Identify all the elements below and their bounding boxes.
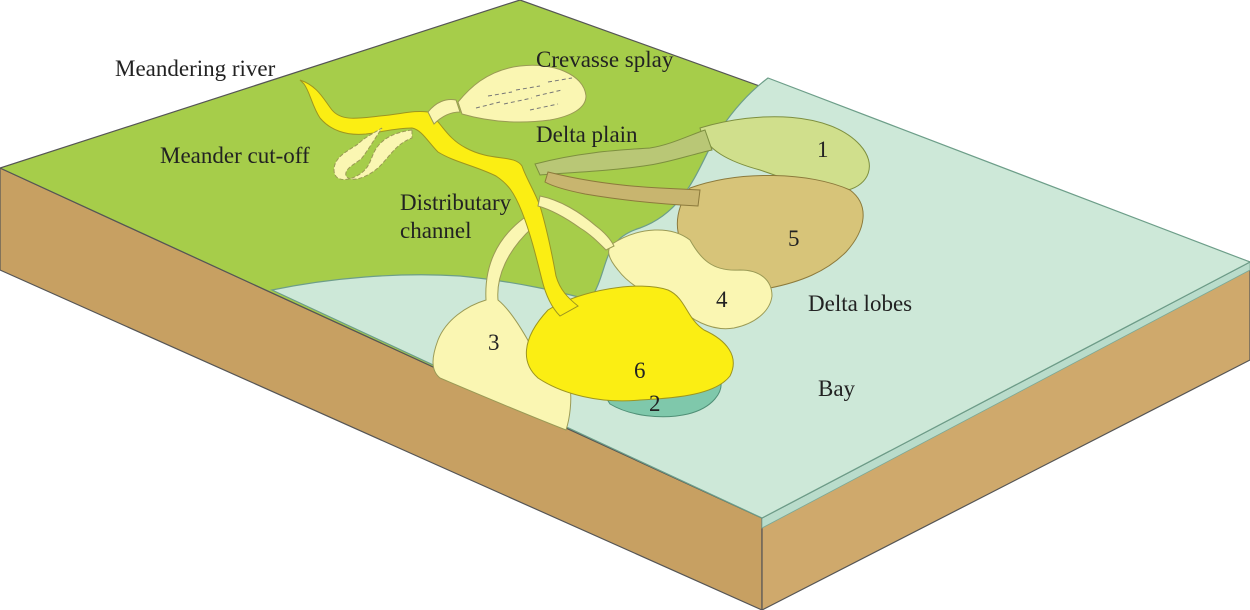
label-distributary-channel-line1: Distributary: [400, 190, 512, 215]
label-crevasse-splay: Crevasse splay: [536, 47, 674, 72]
meandering-river-channel: [299, 79, 579, 317]
lobe-number-5: 5: [788, 226, 800, 251]
lobe-number-1: 1: [817, 137, 829, 162]
label-delta-lobes: Delta lobes: [808, 291, 912, 316]
channel-to-lobe-4: [537, 195, 615, 251]
delta-lobe-1: [699, 116, 870, 191]
meander-cutoff-oxbow: [333, 127, 413, 180]
lobe-number-6: 6: [634, 358, 646, 383]
label-distributary-channel-line2: channel: [400, 218, 472, 243]
distributary-channel-to-lobe-5: [544, 171, 701, 207]
lobe-number-3: 3: [488, 330, 500, 355]
label-meandering-river: Meandering river: [115, 56, 276, 81]
label-meander-cutoff: Meander cut-off: [160, 143, 310, 168]
lobe-number-4: 4: [716, 287, 728, 312]
delta-lobe-4: [608, 229, 773, 330]
crevasse-splay-dashes: [475, 77, 573, 111]
lobe-number-2: 2: [649, 391, 661, 416]
label-bay: Bay: [818, 376, 856, 401]
delta-lobe-6: [526, 285, 734, 402]
label-delta-plain: Delta plain: [536, 122, 638, 147]
distributary-channel-to-lobe-1: [534, 129, 713, 176]
crevasse-splay-deposit: [457, 64, 587, 123]
crevasse-channel: [427, 99, 461, 125]
